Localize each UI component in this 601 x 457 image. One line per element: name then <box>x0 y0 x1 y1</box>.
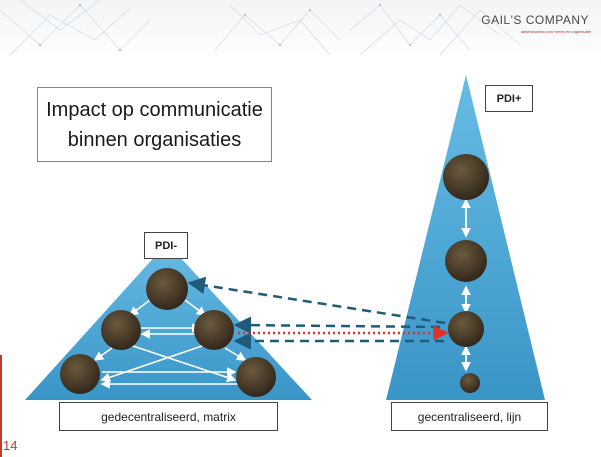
node <box>443 154 489 200</box>
dashed-arrows <box>187 276 446 350</box>
node <box>460 373 480 393</box>
matrix-nodes <box>60 268 276 397</box>
title-line-1: Impact op communicatie <box>46 98 263 121</box>
node <box>448 311 484 347</box>
matrix-connections <box>93 299 247 389</box>
node <box>146 268 188 310</box>
node <box>236 357 276 397</box>
company-logo: GAIL'S COMPANY <box>481 13 589 27</box>
header-banner: GAIL'S COMPANY adviesbureau voor mens en… <box>0 0 601 60</box>
slide-title: Impact op communicatie binnen organisati… <box>37 87 272 162</box>
network-pattern-icon <box>0 0 521 56</box>
pdi-minus-label: PDI- <box>144 232 188 259</box>
node <box>101 310 141 350</box>
hierarchy-nodes <box>443 154 489 393</box>
company-tagline: adviesbureau voor mens en organisatie <box>520 29 591 34</box>
title-line-2: binnen organisaties <box>67 128 242 151</box>
page-number: 14 <box>3 438 18 453</box>
left-structure-caption: gedecentraliseerd, matrix <box>59 402 278 431</box>
page-accent-bar <box>0 355 2 457</box>
node <box>445 240 487 282</box>
node <box>60 354 100 394</box>
node <box>194 310 234 350</box>
pdi-plus-label: PDI+ <box>485 85 533 112</box>
right-structure-caption: gecentraliseerd, lijn <box>391 402 548 431</box>
